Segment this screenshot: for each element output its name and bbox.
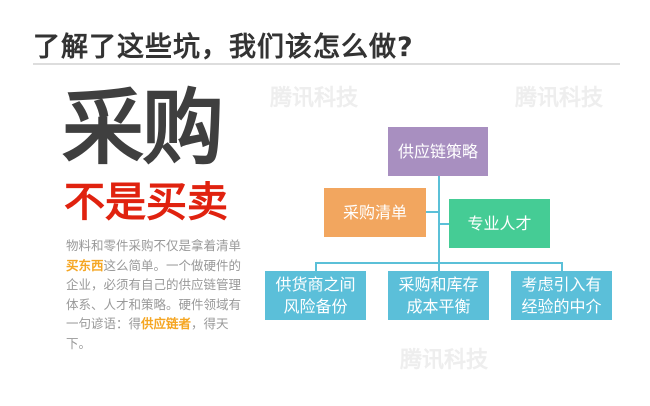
- page-title: 了解了这些坑，我们该怎么做?: [33, 32, 414, 63]
- node-right: 专业人才: [449, 199, 550, 248]
- watermark: 腾讯科技: [400, 348, 489, 373]
- node-child: 考虑引入有经验的中介: [511, 271, 612, 320]
- node-child: 采购和库存成本平衡: [388, 271, 489, 320]
- body-text-1: 物料和零件采购不仅是拿着清单: [66, 238, 242, 253]
- node-left: 采购清单: [324, 188, 426, 237]
- highlight-text: 供应链者: [141, 316, 192, 331]
- headline: 采购: [62, 81, 224, 176]
- connector-drop: [561, 262, 563, 271]
- watermark: 腾讯科技: [270, 86, 359, 111]
- connector-drop: [438, 262, 440, 271]
- highlight-text: 买东西: [66, 257, 104, 273]
- watermark: 腾讯科技: [515, 86, 604, 111]
- node-child: 供货商之间风险备份: [265, 271, 366, 320]
- connector-right: [439, 223, 449, 225]
- title-divider: [33, 63, 620, 65]
- node-root: 供应链策略: [388, 127, 488, 176]
- connector-left: [426, 211, 439, 213]
- connector-drop: [315, 262, 317, 271]
- body-text: 物料和零件采购不仅是拿着清单买东西这么简单。一个做硬件的企业，必须有自己的供应链…: [66, 236, 246, 353]
- subheadline: 不是买卖: [64, 178, 228, 226]
- body-text-3: ，得天下。: [66, 316, 229, 351]
- body-text-2: 这么简单。一个做硬件的企业，必须有自己的供应链管理体系、人才和策略。硬件领域有一…: [66, 257, 242, 332]
- connector-trunk: [438, 176, 440, 264]
